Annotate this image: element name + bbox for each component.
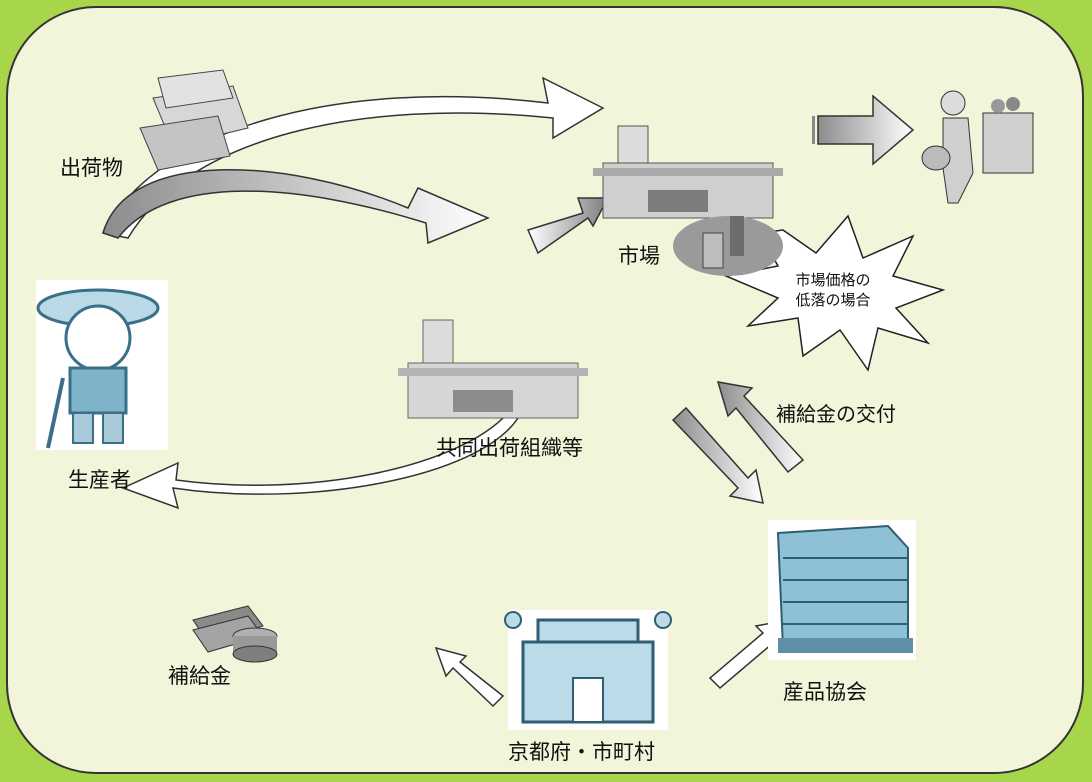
burst-line-2: 低落の場合 xyxy=(795,291,871,309)
diagram-canvas xyxy=(36,69,1034,730)
arrow-gov-to-subsidy xyxy=(434,646,505,708)
arrow-to-association xyxy=(671,406,764,504)
curved-arrow-to-producer xyxy=(121,412,520,510)
government-building-icon xyxy=(504,610,672,730)
shipment-label: 出荷物 xyxy=(60,156,123,180)
subsidy-grant-label: 補給金の交付 xyxy=(776,402,896,426)
market-label: 市場 xyxy=(618,244,660,268)
association-building-icon xyxy=(768,520,916,660)
curved-arrow-shipment-bottom xyxy=(102,169,490,245)
shipment-boxes-icon xyxy=(139,69,249,171)
farmer-icon xyxy=(36,280,168,450)
burst-line-1: 市場価格の xyxy=(795,271,871,289)
government-label: 京都府・市町村 xyxy=(508,740,655,764)
arrow-tail-mark xyxy=(812,116,815,144)
burst-text: 市場価格の 低落の場合 xyxy=(768,270,898,310)
consumer-shopping-icon xyxy=(921,90,1034,204)
diagram-panel: 出荷物 市場 生産者 共同出荷組織等 補給金の交付 産品協会 補給金 京都府・市… xyxy=(6,6,1084,774)
cooperative-label: 共同出荷組織等 xyxy=(436,436,583,460)
market-building-icon xyxy=(593,125,783,276)
arrow-to-market xyxy=(526,197,610,255)
association-label: 産品協会 xyxy=(783,680,867,704)
subsidy-label: 補給金 xyxy=(168,664,231,688)
money-coins-icon xyxy=(192,605,278,663)
producer-label: 生産者 xyxy=(68,468,131,492)
arrow-grant-up xyxy=(716,381,805,474)
cooperative-building-icon xyxy=(398,319,588,419)
arrow-to-consumer xyxy=(817,94,915,166)
